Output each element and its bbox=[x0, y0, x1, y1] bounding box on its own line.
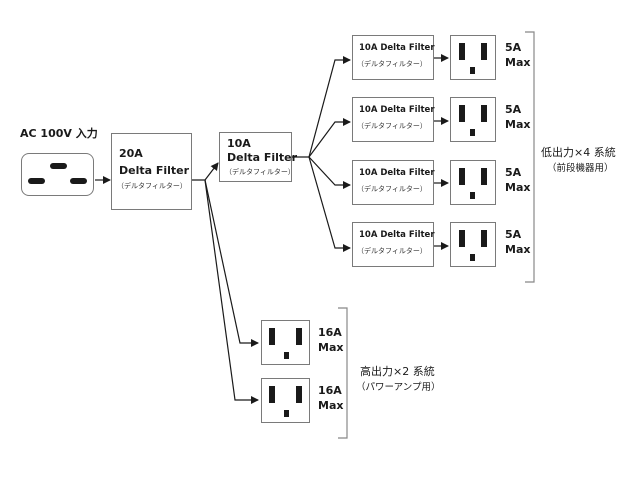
high-outlet-max: Max bbox=[318, 341, 344, 354]
wire-mid-to-low-3 bbox=[308, 156, 351, 189]
nema-outlet-icon bbox=[261, 378, 310, 423]
low-outlet-max: Max bbox=[505, 243, 531, 256]
low-filter-box: 10A Delta Filter （デルタフィルター） bbox=[352, 222, 435, 267]
low-filter-box: 10A Delta Filter （デルタフィルター） bbox=[352, 35, 435, 80]
low-power-group-sub: （前段機器用） bbox=[547, 163, 614, 174]
main-filter-sub: （デルタフィルター） bbox=[117, 182, 187, 190]
low-filter-name: 10A Delta Filter bbox=[359, 168, 435, 178]
main-filter-box: 20A Delta Filter （デルタフィルター） bbox=[111, 133, 192, 210]
low-filter-name: 10A Delta Filter bbox=[359, 105, 435, 115]
low-outlet-amp: 5A bbox=[505, 41, 522, 54]
high-power-group-sub: （パワーアンプ用） bbox=[356, 382, 441, 393]
main-filter-rating: 20A bbox=[119, 147, 143, 160]
mid-filter-sub: （デルタフィルター） bbox=[225, 168, 295, 176]
low-power-bracket bbox=[525, 31, 535, 283]
high-power-group-title: 高出力×2 系統 bbox=[360, 365, 435, 378]
nema-outlet-icon bbox=[450, 222, 496, 267]
low-filter-sub: （デルタフィルター） bbox=[357, 122, 427, 130]
wire-main-to-mid bbox=[192, 162, 219, 181]
mid-filter-name: Delta Filter bbox=[227, 151, 298, 164]
low-outlet-amp: 5A bbox=[505, 166, 522, 179]
low-outlet-max: Max bbox=[505, 118, 531, 131]
high-outlet-amp: 16A bbox=[318, 326, 342, 339]
wire-mid-to-low-2 bbox=[308, 118, 351, 158]
low-filter-box: 10A Delta Filter （デルタフィルター） bbox=[352, 97, 435, 142]
iec-c19-inlet-icon bbox=[21, 153, 94, 196]
high-outlet-max: Max bbox=[318, 399, 344, 412]
low-filter-box: 10A Delta Filter （デルタフィルター） bbox=[352, 160, 435, 205]
main-filter-name: Delta Filter bbox=[119, 164, 190, 177]
low-filter-name: 10A Delta Filter bbox=[359, 43, 435, 53]
low-outlet-max: Max bbox=[505, 56, 531, 69]
wire-main-to-high-1 bbox=[204, 179, 259, 347]
input-label: AC 100V 入力 bbox=[20, 127, 98, 140]
low-filter-sub: （デルタフィルター） bbox=[357, 185, 427, 193]
low-outlet-max: Max bbox=[505, 181, 531, 194]
low-filter-sub: （デルタフィルター） bbox=[357, 60, 427, 68]
low-power-group-title: 低出力×4 系統 bbox=[541, 146, 616, 159]
wire-mid-to-low-4 bbox=[308, 156, 351, 252]
low-outlet-amp: 5A bbox=[505, 103, 522, 116]
mid-filter-rating: 10A bbox=[227, 137, 251, 150]
wire-mid-to-low-1 bbox=[308, 56, 351, 158]
nema-outlet-icon bbox=[450, 97, 496, 142]
wire-main-to-high-2 bbox=[204, 179, 259, 404]
low-filter-name: 10A Delta Filter bbox=[359, 230, 435, 240]
high-power-bracket bbox=[338, 307, 348, 439]
mid-filter-box: 10A Delta Filter （デルタフィルター） bbox=[219, 132, 297, 182]
nema-outlet-icon bbox=[261, 320, 310, 365]
nema-outlet-icon bbox=[450, 160, 496, 205]
low-filter-sub: （デルタフィルター） bbox=[357, 247, 427, 255]
low-outlet-amp: 5A bbox=[505, 228, 522, 241]
high-outlet-amp: 16A bbox=[318, 384, 342, 397]
nema-outlet-icon bbox=[450, 35, 496, 80]
